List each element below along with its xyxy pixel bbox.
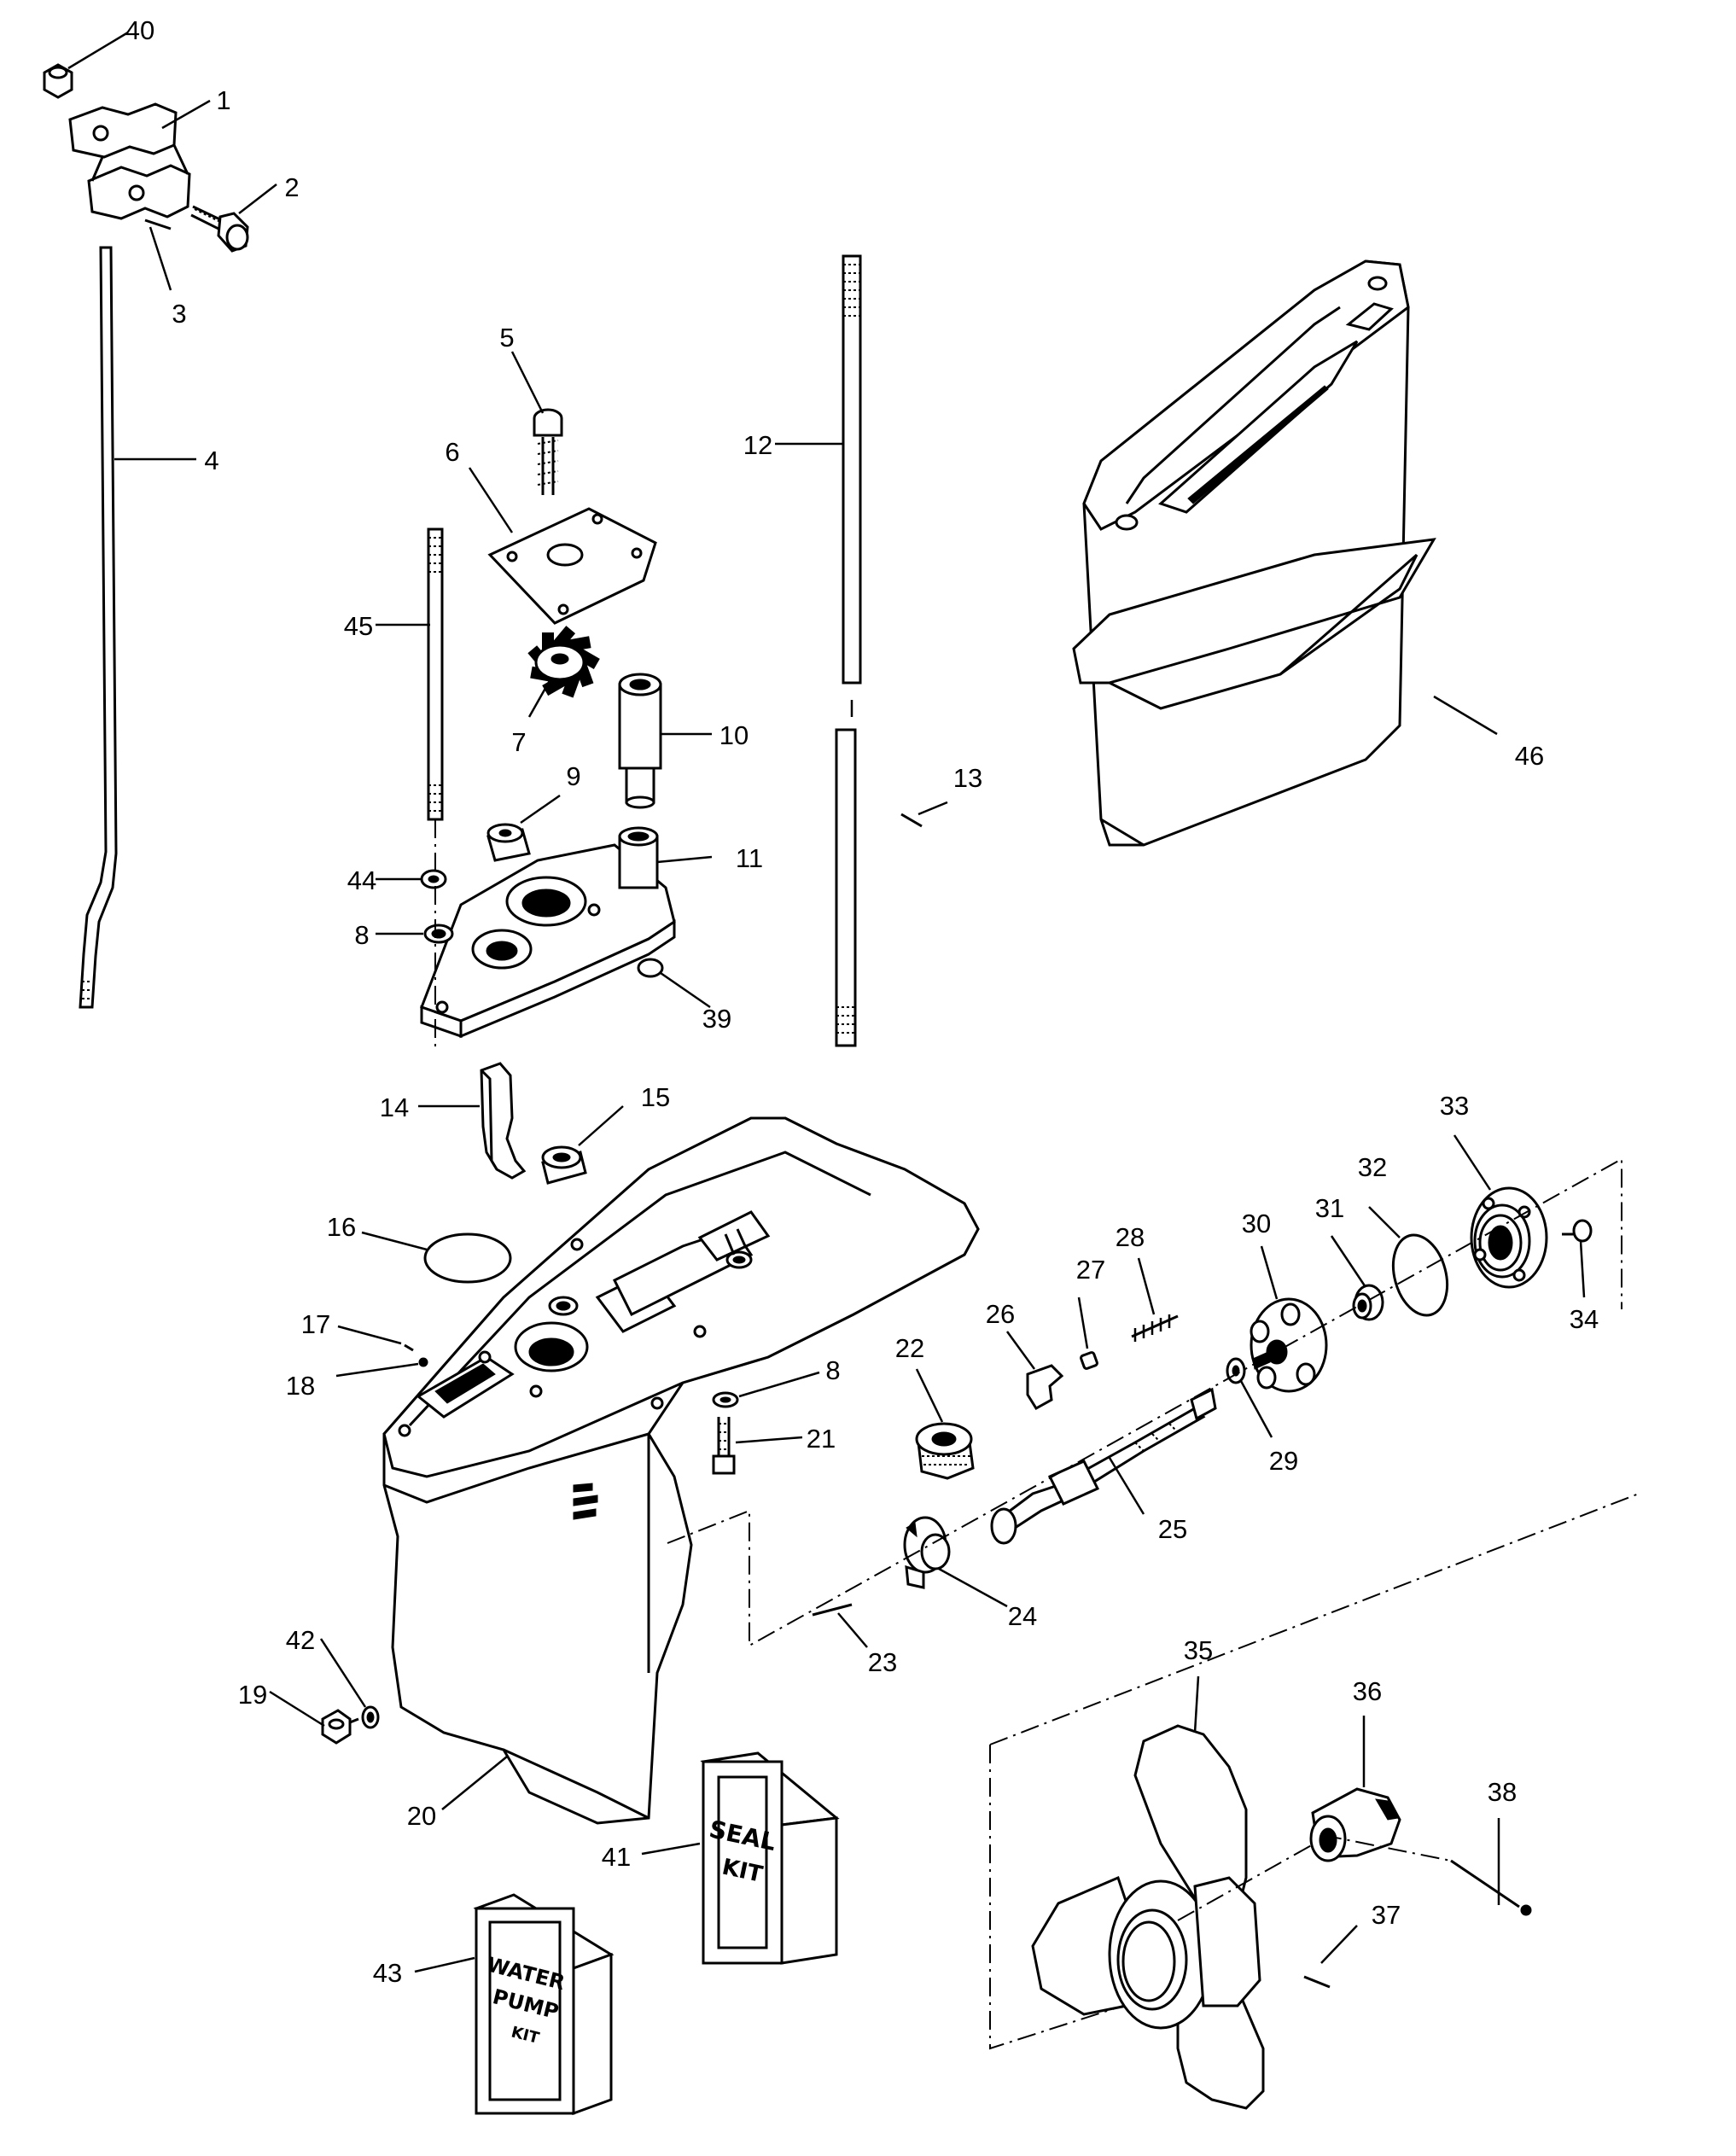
part-screw-34 [1562, 1219, 1593, 1243]
label-40: 40 [125, 15, 154, 45]
label-1: 1 [216, 85, 230, 115]
part-driveshaft-housing-46 [1072, 259, 1436, 847]
part-gear-31 [1352, 1284, 1384, 1321]
label-30: 30 [1242, 1209, 1271, 1238]
label-43: 43 [373, 1958, 402, 1988]
part-screw-2 [190, 205, 249, 253]
part-bearing-22 [915, 1422, 975, 1480]
part-pin-13 [900, 813, 923, 828]
label-3: 3 [172, 299, 186, 329]
label-8-lower: 8 [825, 1355, 840, 1385]
part-pin-37 [1303, 1975, 1331, 1989]
seal-kit-box-41: SEAL KIT [700, 1751, 840, 1965]
part-shift-clamp-1 [68, 102, 191, 220]
part-pin-27 [1080, 1351, 1098, 1370]
part-bearing-carrier-33 [1470, 1186, 1548, 1289]
label-22: 22 [895, 1333, 924, 1363]
part-nut-40 [43, 63, 73, 99]
label-5: 5 [499, 323, 514, 353]
label-32: 32 [1358, 1152, 1387, 1182]
part-pin-18 [418, 1357, 428, 1367]
label-6: 6 [445, 437, 459, 467]
part-spacer-9 [486, 823, 531, 862]
label-2: 2 [284, 172, 299, 202]
label-39: 39 [702, 1004, 731, 1034]
part-cover-plate-6 [487, 507, 657, 625]
label-25: 25 [1158, 1514, 1187, 1544]
part-washer-29 [1226, 1357, 1246, 1384]
label-13: 13 [953, 763, 982, 793]
label-41: 41 [602, 1842, 631, 1872]
label-16: 16 [327, 1212, 356, 1242]
label-29: 29 [1269, 1446, 1298, 1476]
label-19: 19 [238, 1680, 267, 1710]
part-washer-42 [361, 1705, 380, 1729]
label-14: 14 [380, 1093, 409, 1122]
label-21: 21 [807, 1424, 836, 1454]
label-18: 18 [286, 1371, 315, 1401]
label-38: 38 [1488, 1777, 1517, 1807]
part-o-ring-39 [637, 958, 664, 978]
part-bushing-15 [541, 1145, 587, 1185]
part-o-ring-32 [1391, 1233, 1449, 1317]
label-8-upper: 8 [354, 920, 369, 950]
assembly-lines [434, 819, 1640, 2050]
label-10: 10 [719, 720, 749, 750]
label-7: 7 [511, 727, 526, 757]
part-impeller-7 [527, 626, 600, 698]
label-26: 26 [986, 1299, 1015, 1329]
label-9: 9 [566, 761, 580, 791]
part-screw-5 [533, 408, 563, 495]
label-34: 34 [1570, 1304, 1599, 1334]
part-washer-8-upper [423, 924, 454, 944]
water-pump-kit-box-43: WATER PUMP KIT [473, 1893, 615, 2116]
label-12: 12 [743, 430, 772, 460]
label-44: 44 [347, 865, 376, 895]
leader-lines [67, 31, 1586, 1973]
part-washer-8-lower [712, 1391, 739, 1408]
part-pinion-gear-24 [903, 1516, 951, 1589]
label-45: 45 [344, 611, 373, 641]
part-spring-28 [1131, 1314, 1179, 1342]
part-prop-shaft-25 [990, 1387, 1217, 1545]
part-shift-cam-14 [480, 1062, 527, 1180]
part-o-ring-16 [423, 1232, 512, 1284]
label-23: 23 [868, 1647, 897, 1677]
callout-labels: 40 1 2 3 4 5 6 7 9 10 11 45 44 8 39 12 1… [125, 15, 1599, 1988]
part-driveshaft-12 [835, 254, 862, 1047]
part-shift-rod-4 [79, 246, 118, 1009]
label-11: 11 [736, 843, 763, 873]
label-15: 15 [641, 1082, 670, 1112]
part-spinner-36 [1309, 1787, 1401, 1862]
part-screw-21 [712, 1417, 736, 1475]
part-pin-3 [144, 219, 172, 230]
part-screw-19 [321, 1709, 359, 1745]
label-27: 27 [1076, 1255, 1105, 1285]
part-shift-clip-26 [1026, 1364, 1064, 1411]
label-28: 28 [1116, 1222, 1145, 1252]
part-pin-17 [404, 1343, 414, 1352]
label-33: 33 [1440, 1091, 1469, 1121]
label-20: 20 [407, 1801, 436, 1831]
label-36: 36 [1353, 1676, 1382, 1706]
label-37: 37 [1372, 1900, 1401, 1930]
part-pin-23 [812, 1603, 853, 1617]
label-31: 31 [1315, 1193, 1344, 1223]
part-washer-44 [420, 869, 447, 889]
part-gear-housing-20 [382, 1116, 980, 1825]
part-propeller-35 [1031, 1724, 1265, 2110]
label-17: 17 [301, 1309, 330, 1339]
label-46: 46 [1515, 741, 1544, 771]
label-4: 4 [204, 446, 218, 475]
part-bolt-38 [1450, 1859, 1532, 1916]
part-tube-10 [618, 673, 662, 809]
label-35: 35 [1184, 1635, 1213, 1665]
label-42: 42 [286, 1625, 315, 1655]
part-stud-45 [427, 527, 444, 821]
label-24: 24 [1008, 1601, 1037, 1631]
part-pump-base-11 [420, 826, 676, 1039]
